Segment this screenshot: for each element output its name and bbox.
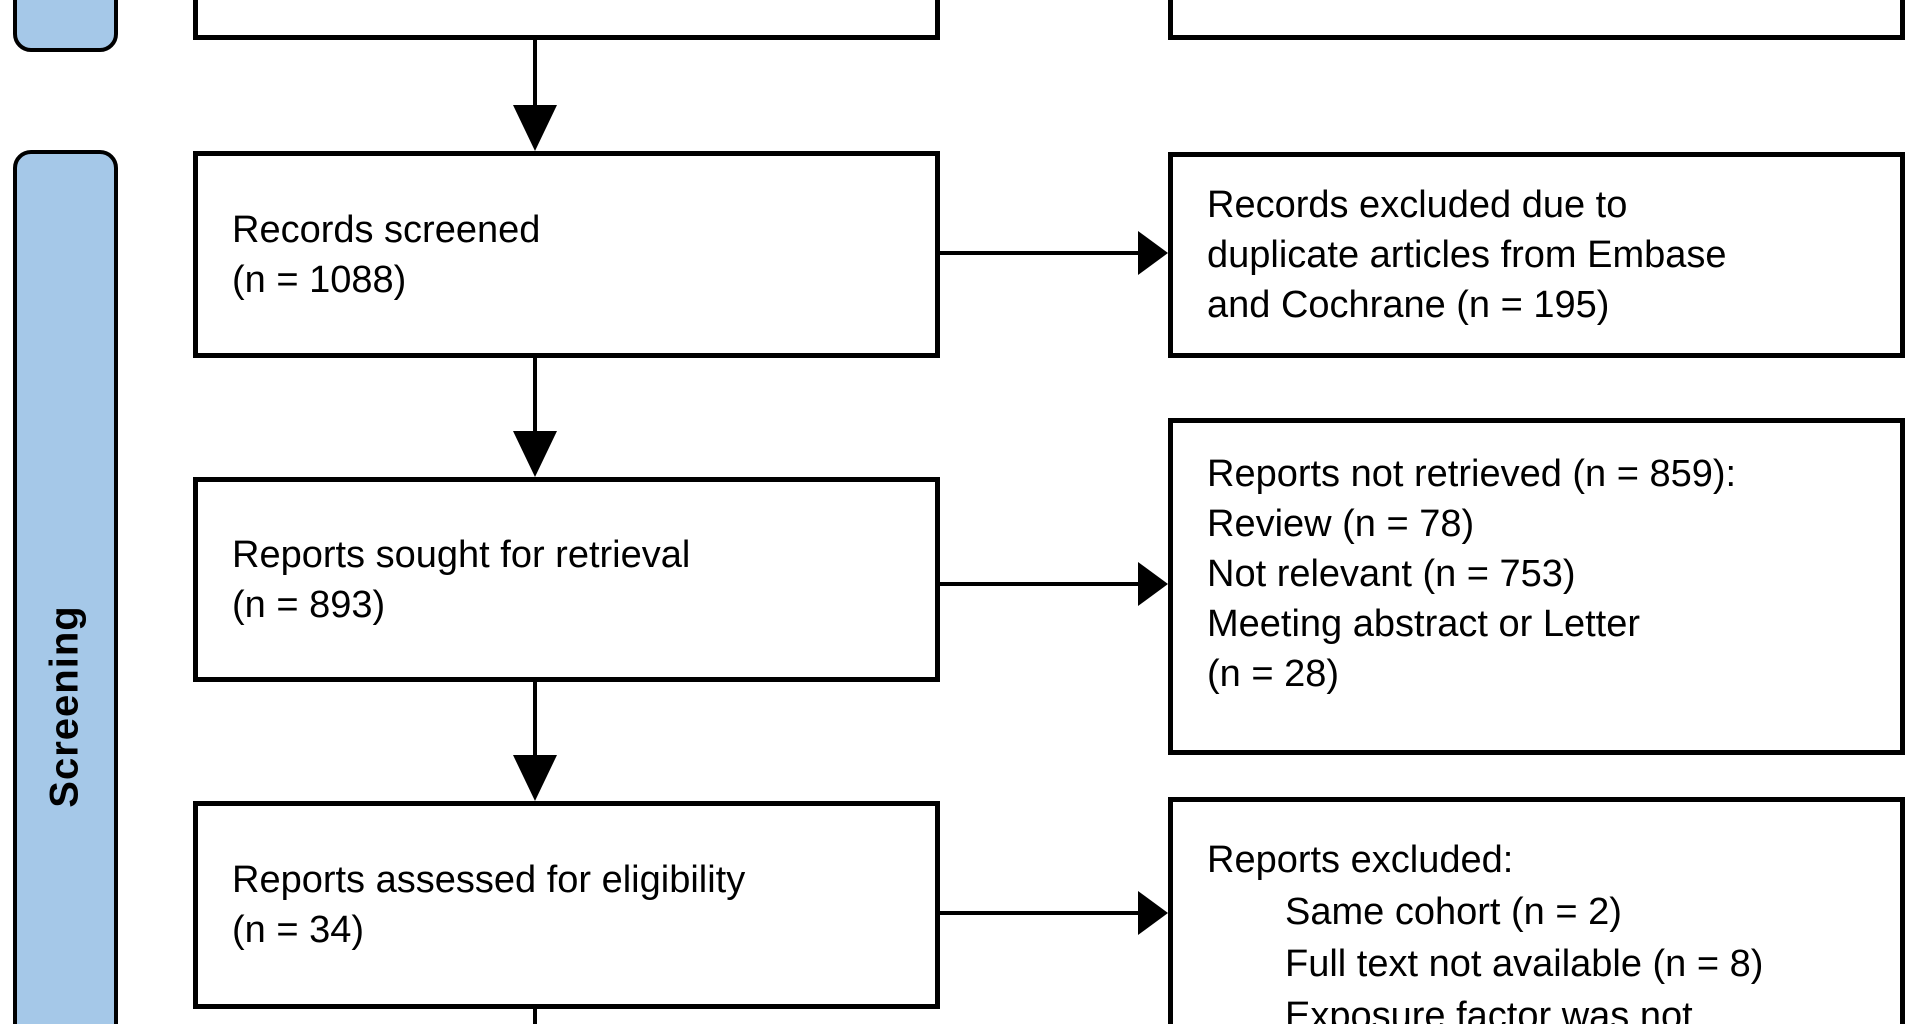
arrowhead-assessed-to-reports-excluded-icon [1138, 891, 1168, 935]
arrow-line-assessed-to-reports-excluded [938, 911, 1140, 915]
arrowhead-sought-to-not-retrieved-icon [1138, 562, 1168, 606]
reports-not-retrieved-line2: Review (n = 78) [1207, 502, 1475, 545]
reports-sought-count: (n = 893) [232, 583, 386, 626]
arrowhead-screened-to-sought-icon [513, 431, 557, 477]
stage-bar-partial-top [13, 0, 118, 52]
reports-excluded-line3: Full text not available (n = 8) [1285, 943, 1764, 985]
reports-assessed-line1: Reports assessed for eligibility [232, 859, 746, 901]
arrow-line-assessed-down-stub [533, 1007, 537, 1024]
records-screened-text: Records screened (n = 1088) [198, 156, 935, 353]
reports-sought-line1: Reports sought for retrieval [232, 533, 691, 576]
arrow-line-sought-to-assessed [533, 680, 537, 758]
reports-not-retrieved-line5: (n = 28) [1207, 652, 1340, 695]
flow-box-reports-excluded: Reports excluded: Same cohort (n = 2) Fu… [1168, 797, 1905, 1024]
reports-assessed-text: Reports assessed for eligibility (n = 34… [198, 806, 935, 1004]
reports-excluded-line2: Same cohort (n = 2) [1285, 891, 1622, 933]
reports-excluded-line1: Reports excluded: [1207, 839, 1514, 881]
records-excluded-line2: duplicate articles from Embase [1207, 234, 1727, 276]
reports-assessed-count: (n = 34) [232, 909, 365, 951]
arrowhead-top-to-screened-icon [513, 105, 557, 151]
flow-box-reports-assessed: Reports assessed for eligibility (n = 34… [193, 801, 940, 1009]
records-screened-line1: Records screened [232, 208, 541, 251]
records-excluded-text: Records excluded due to duplicate articl… [1173, 157, 1900, 353]
reports-sought-text: Reports sought for retrieval (n = 893) [198, 482, 935, 677]
reports-excluded-text: Reports excluded: Same cohort (n = 2) Fu… [1173, 802, 1900, 1024]
reports-not-retrieved-line1: Reports not retrieved (n = 859): [1207, 452, 1737, 495]
flow-box-partial-top-right [1168, 0, 1905, 40]
stage-label-wrap: Screening [17, 154, 114, 1024]
records-excluded-line3: and Cochrane (n = 195) [1207, 284, 1610, 326]
arrow-line-screened-to-excluded [938, 251, 1140, 255]
reports-not-retrieved-text: Reports not retrieved (n = 859): Review … [1173, 423, 1900, 750]
arrow-line-screened-to-sought [533, 356, 537, 434]
arrowhead-screened-to-excluded-icon [1138, 231, 1168, 275]
records-excluded-line1: Records excluded due to [1207, 184, 1628, 226]
reports-excluded-line4: Exposure factor was not [1285, 995, 1693, 1024]
arrow-line-sought-to-not-retrieved [938, 582, 1140, 586]
stage-label-screening: Screening [43, 604, 87, 808]
reports-not-retrieved-line4: Meeting abstract or Letter [1207, 602, 1640, 645]
flow-box-records-excluded: Records excluded due to duplicate articl… [1168, 152, 1905, 358]
flow-box-reports-not-retrieved: Reports not retrieved (n = 859): Review … [1168, 418, 1905, 755]
arrowhead-sought-to-assessed-icon [513, 755, 557, 801]
flow-box-reports-sought: Reports sought for retrieval (n = 893) [193, 477, 940, 682]
arrow-line-top-to-screened [533, 40, 537, 108]
flow-box-partial-top-left [193, 0, 940, 40]
reports-not-retrieved-line3: Not relevant (n = 753) [1207, 552, 1576, 595]
flow-box-records-screened: Records screened (n = 1088) [193, 151, 940, 358]
records-screened-count: (n = 1088) [232, 258, 407, 301]
stage-bar-screening: Screening [13, 150, 118, 1024]
